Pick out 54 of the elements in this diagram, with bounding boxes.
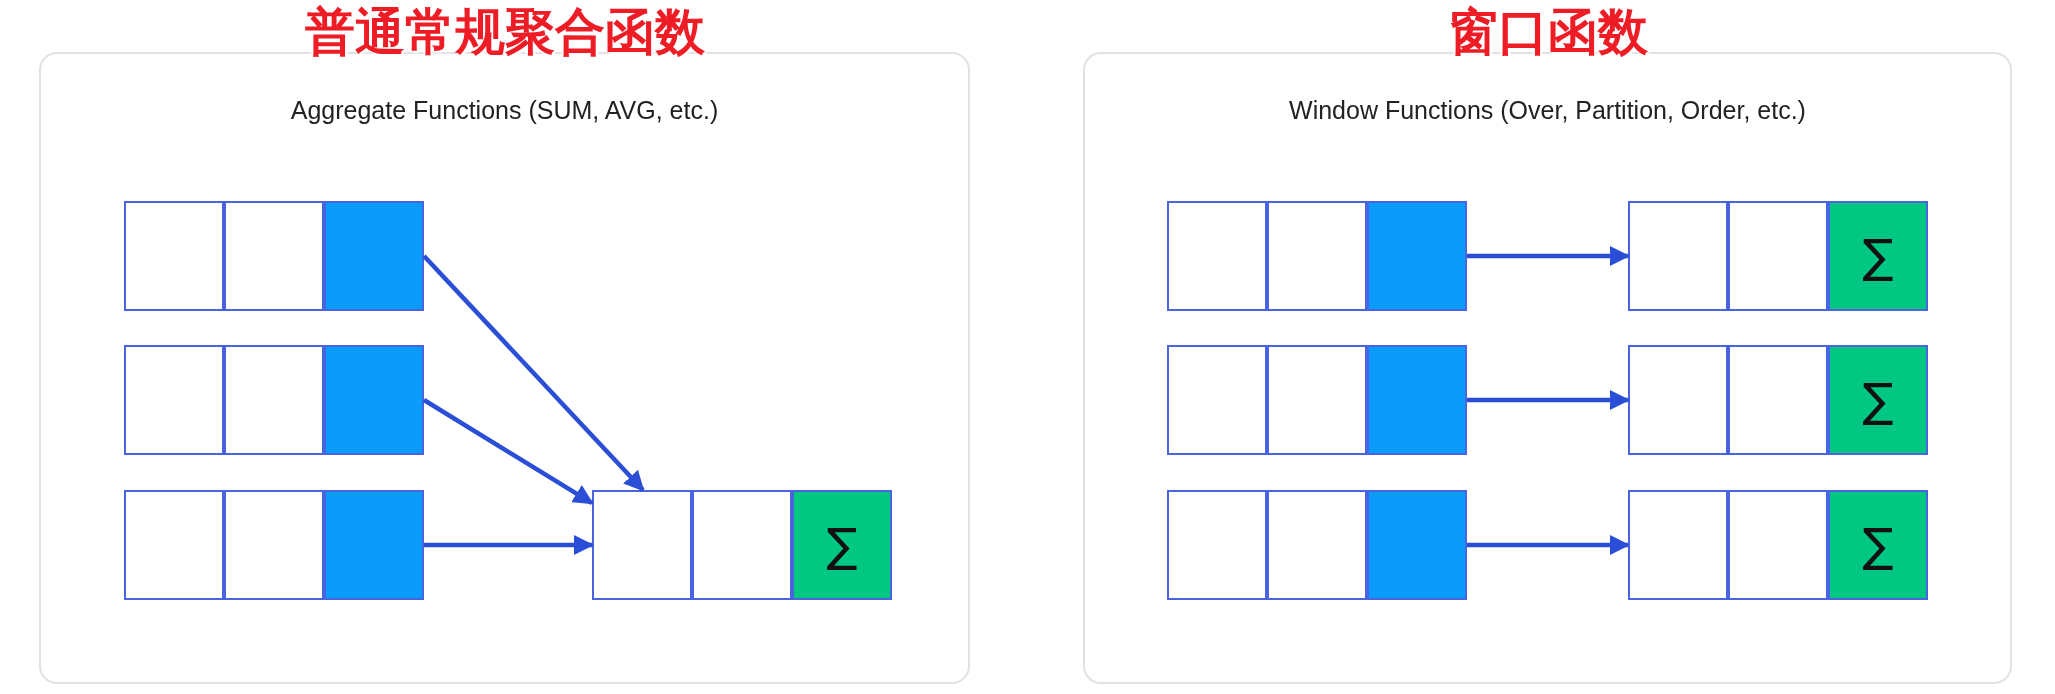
data-cell <box>692 490 792 600</box>
data-cell <box>1267 490 1367 600</box>
data-cell <box>592 490 692 600</box>
data-cell <box>1167 345 1267 455</box>
panel-subtitle: Window Functions (Over, Partition, Order, etc.) <box>1289 96 1806 125</box>
table-row <box>1628 201 1928 311</box>
arrow <box>1467 534 1631 556</box>
arrow <box>1467 389 1631 411</box>
data-cell <box>1628 201 1728 311</box>
data-cell <box>124 345 224 455</box>
arrow <box>422 254 645 492</box>
data-cell <box>1728 490 1828 600</box>
sigma-symbol: ∑ <box>826 518 858 572</box>
table-row <box>1167 345 1467 455</box>
data-cell <box>1267 201 1367 311</box>
data-cell <box>1628 345 1728 455</box>
table-row <box>124 490 424 600</box>
highlighted-cell <box>324 490 424 600</box>
highlighted-cell <box>324 201 424 311</box>
table-row <box>124 201 424 311</box>
highlighted-cell <box>324 345 424 455</box>
highlighted-cell <box>1367 201 1467 311</box>
panel-subtitle: Aggregate Functions (SUM, AVG, etc.) <box>290 96 719 125</box>
data-cell <box>224 201 324 311</box>
panel-heading: 普通常规聚合函数 <box>304 2 705 62</box>
data-cell <box>1267 345 1367 455</box>
sum-cell <box>1828 490 1928 600</box>
data-cell <box>124 201 224 311</box>
sigma-symbol: ∑ <box>1862 373 1894 427</box>
sigma-symbol: ∑ <box>1862 229 1894 283</box>
table-row <box>592 490 892 600</box>
sum-cell <box>1828 201 1928 311</box>
highlighted-cell <box>1367 490 1467 600</box>
sum-cell <box>1828 345 1928 455</box>
sum-cell <box>792 490 892 600</box>
sigma-symbol: ∑ <box>1862 518 1894 572</box>
table-row <box>1628 490 1928 600</box>
table-row <box>1167 490 1467 600</box>
data-cell <box>1628 490 1728 600</box>
data-cell <box>224 490 324 600</box>
data-cell <box>124 490 224 600</box>
panel-heading: 窗口函数 <box>1447 2 1648 62</box>
table-row <box>124 345 424 455</box>
data-cell <box>1728 201 1828 311</box>
table-row <box>1628 345 1928 455</box>
data-cell <box>1167 490 1267 600</box>
data-cell <box>1728 345 1828 455</box>
arrow <box>424 534 595 556</box>
arrow <box>422 398 594 506</box>
data-cell <box>1167 201 1267 311</box>
table-row <box>1167 201 1467 311</box>
data-cell <box>224 345 324 455</box>
highlighted-cell <box>1367 345 1467 455</box>
arrow <box>1467 245 1631 267</box>
